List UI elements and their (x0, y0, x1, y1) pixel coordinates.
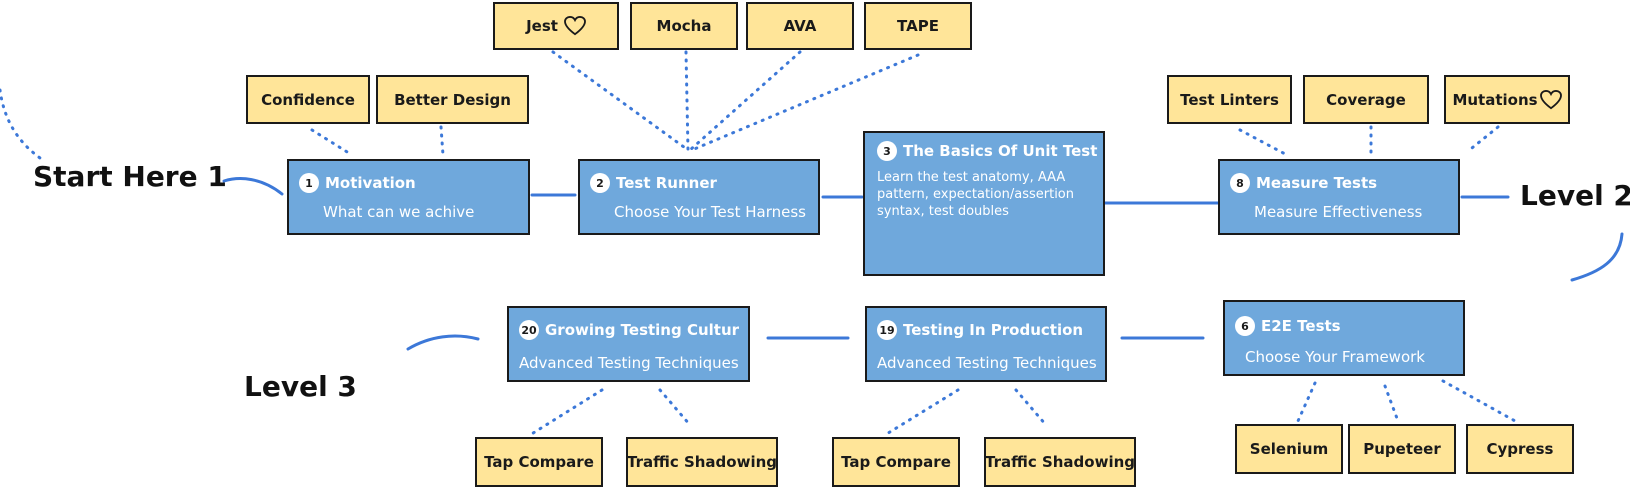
dotted-e2e-cypress (1441, 379, 1519, 424)
node-unit-test[interactable]: 3 The Basics Of Unit Test Learn the test … (863, 131, 1105, 276)
number-badge: 20 (519, 320, 539, 340)
number-badge: 8 (1230, 173, 1250, 193)
node-measure-tests[interactable]: 8 Measure Tests Measure Effectiveness (1218, 159, 1460, 235)
node-subtitle: Choose Your Test Harness (614, 203, 806, 221)
dotted-start (0, 88, 42, 160)
node-growing-testing-culture[interactable]: 20 Growing Testing Cultur Advanced Testin… (507, 306, 750, 382)
tag-pupeteer[interactable]: Pupeteer (1348, 424, 1456, 474)
dotted-culture-tap (528, 388, 604, 437)
dotted-mutations (1465, 125, 1500, 154)
dotted-production-tap (883, 388, 960, 437)
node-motivation[interactable]: 1 Motivation What can we achive (287, 159, 530, 235)
start-here-label: Start Here 1 (33, 160, 227, 193)
dotted-confidence (310, 128, 354, 157)
node-subtitle: Measure Effectiveness (1254, 203, 1423, 221)
tag-coverage[interactable]: Coverage (1303, 75, 1429, 124)
number-badge: 2 (590, 173, 610, 193)
tag-selenium[interactable]: Selenium (1235, 424, 1343, 474)
node-description: Learn the test anatomy, AAA pattern, exp… (877, 170, 1074, 219)
level-3-label: Level 3 (244, 370, 357, 403)
node-subtitle: Advanced Testing Techniques (519, 354, 739, 372)
dotted-culture-traffic (658, 388, 692, 427)
tag-cypress[interactable]: Cypress (1466, 424, 1574, 474)
dotted-better-design (439, 125, 445, 157)
tag-tape[interactable]: TAPE (864, 2, 972, 50)
tag-jest[interactable]: Jest (493, 2, 619, 50)
tag-confidence[interactable]: Confidence (246, 75, 370, 124)
node-title: Motivation (325, 174, 416, 192)
node-title: E2E Tests (1261, 317, 1341, 335)
dotted-tape (690, 53, 920, 152)
node-e2e-tests[interactable]: 6 E2E Tests Choose Your Framework (1223, 300, 1465, 376)
dotted-mocha (684, 50, 690, 152)
tag-test-linters[interactable]: Test Linters (1167, 75, 1292, 124)
number-badge: 6 (1235, 316, 1255, 336)
node-subtitle: What can we achive (323, 203, 475, 221)
number-badge: 1 (299, 173, 319, 193)
node-testing-in-production[interactable]: 19 Testing In Production Advanced Testing… (865, 306, 1107, 382)
node-title: Test Runner (616, 174, 717, 192)
number-badge: 19 (877, 320, 897, 340)
node-subtitle: Choose Your Framework (1245, 348, 1425, 366)
node-title: Growing Testing Cultur (545, 321, 740, 339)
tag-label: Jest (526, 17, 558, 35)
heart-icon (564, 15, 586, 36)
node-subtitle: Advanced Testing Techniques (877, 354, 1097, 372)
swoosh-level2 (1570, 232, 1624, 282)
level-2-label: Level 2 (1520, 179, 1630, 212)
tag-better-design[interactable]: Better Design (376, 75, 529, 124)
node-title: Measure Tests (1256, 174, 1378, 192)
tag-mocha[interactable]: Mocha (630, 2, 738, 50)
dotted-test-linters (1238, 128, 1289, 157)
swoosh-start (222, 177, 284, 196)
tag-traffic-shadowing[interactable]: Traffic Shadowing (984, 437, 1136, 487)
tag-ava[interactable]: AVA (746, 2, 854, 50)
node-title: The Basics Of Unit Test (903, 142, 1098, 160)
dotted-jest (551, 50, 690, 152)
dotted-production-traffic (1014, 388, 1048, 427)
swoosh-level3 (406, 334, 480, 351)
tag-tap-compare[interactable]: Tap Compare (475, 437, 603, 487)
number-badge: 3 (877, 141, 897, 161)
tag-traffic-shadowing[interactable]: Traffic Shadowing (626, 437, 778, 487)
dotted-e2e-selenium (1296, 381, 1317, 423)
tag-tap-compare[interactable]: Tap Compare (832, 437, 960, 487)
node-title: Testing In Production (903, 321, 1084, 339)
heart-icon (1539, 89, 1562, 110)
node-test-runner[interactable]: 2 Test Runner Choose Your Test Harness (578, 159, 820, 235)
dotted-e2e-pupeteer (1383, 384, 1400, 423)
tag-label: Mutations (1452, 90, 1538, 109)
dotted-ava (688, 50, 802, 152)
tag-mutations[interactable]: Mutations (1444, 75, 1570, 124)
